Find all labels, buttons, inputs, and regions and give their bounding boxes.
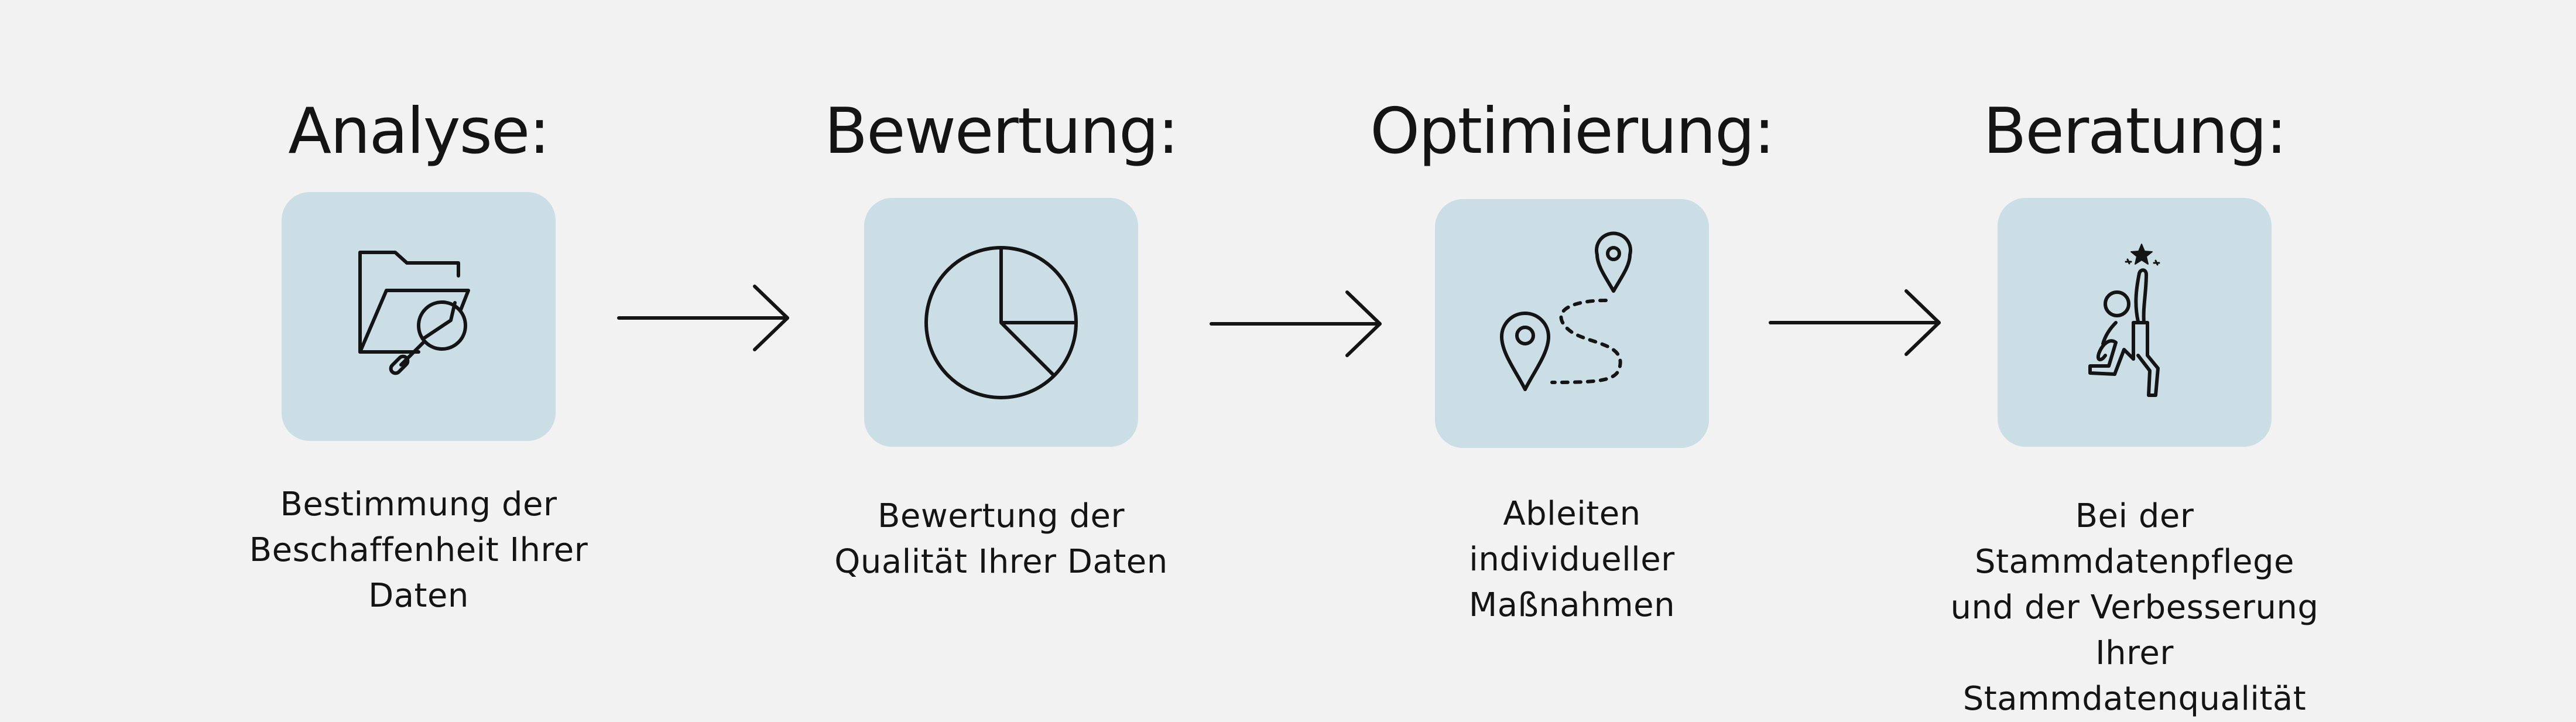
icon-tile (282, 192, 556, 441)
step-title: Bewertung: (824, 95, 1179, 168)
arrow-right-icon (617, 285, 789, 351)
step-beratung: Beratung: Bei der Stammdatenpflege und d… (1930, 88, 2339, 722)
step-title: Analyse: (288, 95, 550, 168)
route-pins-icon (1500, 231, 1632, 391)
step-title: Optimierung: (1370, 95, 1775, 168)
step-optimierung: Optimierung: Ableiten individueller Maßn… (1367, 88, 1777, 628)
step-analyse: Analyse: Bestimmung der Beschaffenheit I… (214, 88, 624, 619)
step-description: Ableiten individueller Maßnahmen (1468, 495, 1676, 624)
step-description: Bei der Stammdatenpflege und der Verbess… (1950, 497, 2319, 718)
icon-tile (1998, 198, 2272, 447)
icon-tile (1435, 199, 1709, 448)
reaching-star-person-icon (2088, 243, 2160, 397)
step-bewertung: Bewertung: Bewertung der Qualität Ihrer … (796, 88, 1206, 585)
folder-search-icon (358, 250, 470, 375)
pie-chart-icon (924, 245, 1078, 399)
arrow-right-icon (1769, 289, 1941, 356)
arrow-right-icon (1210, 290, 1382, 357)
step-description: Bestimmung der Beschaffenheit Ihrer Date… (249, 485, 588, 615)
step-description: Bewertung der Qualität Ihrer Daten (834, 497, 1168, 581)
step-title: Beratung: (1983, 95, 2287, 168)
icon-tile (864, 198, 1138, 447)
